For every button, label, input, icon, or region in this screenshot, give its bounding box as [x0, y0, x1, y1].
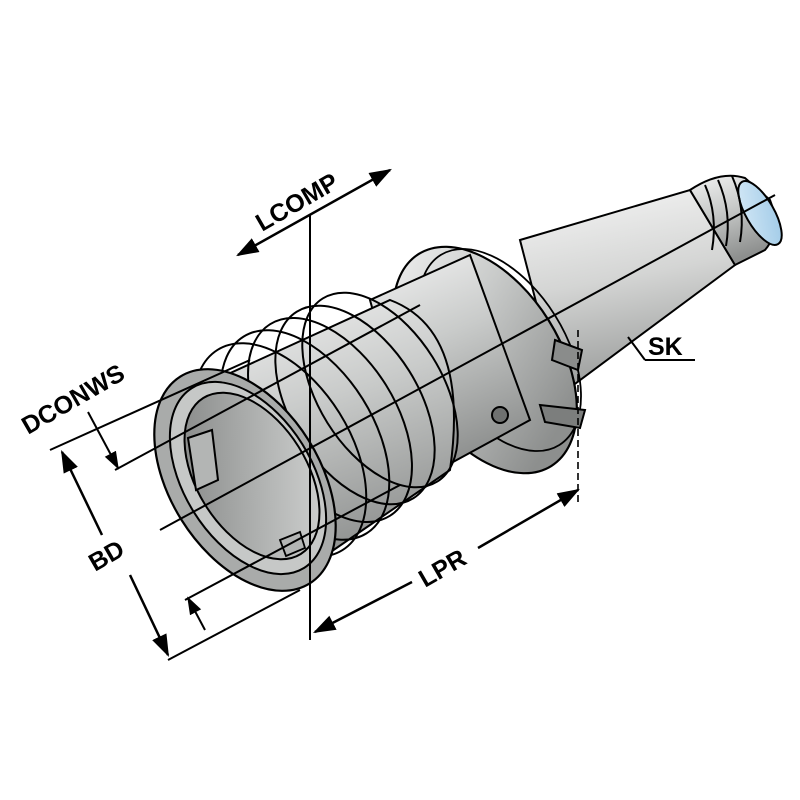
blue-tip: [737, 180, 783, 246]
side-hole: [491, 406, 509, 424]
label-lpr: LPR: [414, 544, 471, 593]
label-bd: BD: [84, 535, 129, 577]
center-axis: [159, 194, 776, 531]
label-sk: SK: [648, 333, 683, 361]
chuck-body: [153, 291, 459, 592]
callout-sk: SK: [627, 333, 695, 361]
drive-key: [186, 428, 220, 492]
label-dconws: DCONWS: [17, 359, 130, 440]
